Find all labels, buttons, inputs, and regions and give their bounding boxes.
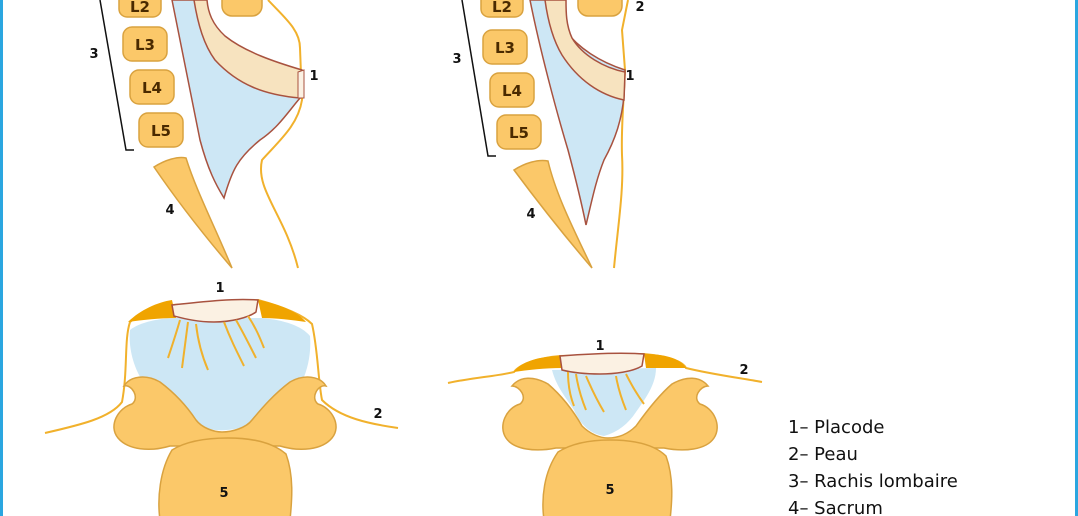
- sagittal-left-skin: [259, 0, 304, 269]
- axial-right-skin-pad-left: [514, 356, 562, 372]
- axial-left-vertebral-arch: [113, 376, 337, 451]
- frame-right-border: [1075, 0, 1078, 516]
- axial-left-label-1: 1: [215, 281, 224, 296]
- sagittal-right-vertebra-l2: [480, 0, 524, 18]
- sagittal-right-label-1: 1: [625, 69, 634, 84]
- legend-item-placode: 1– Placode: [788, 417, 885, 438]
- axial-right: 1 2 5: [447, 339, 763, 516]
- sagittal-right-label-l5: L5: [509, 124, 529, 142]
- sagittal-left-label-4: 4: [165, 203, 174, 218]
- sagittal-right-label-l4: L4: [502, 82, 522, 100]
- sagittal-right-label-3: 3: [452, 52, 461, 67]
- sagittal-right-bracket: [461, 0, 496, 157]
- axial-right-label-5: 5: [605, 483, 614, 498]
- axial-right-nerve-roots: [567, 371, 645, 413]
- sagittal-left-sacrum: [152, 156, 233, 269]
- sagittal-left-label-3: 3: [89, 47, 98, 62]
- axial-right-label-2: 2: [739, 363, 748, 378]
- legend-item-skin: 2– Peau: [788, 444, 858, 465]
- axial-left-vertebral-body: [158, 437, 293, 516]
- sagittal-right-label-4: 4: [526, 207, 535, 222]
- axial-left-placode: [171, 298, 259, 323]
- sagittal-left: L2 L3 L4 L5 3 4 1: [89, 0, 319, 269]
- sagittal-right-vertebra-l4: [489, 72, 535, 108]
- sagittal-left-label-l2: L2: [130, 0, 150, 16]
- axial-left-label-2: 2: [373, 407, 382, 422]
- sagittal-left-vertebra-l3: [122, 26, 168, 62]
- sagittal-left-spinous-process: [221, 0, 263, 17]
- sagittal-right-sacrum: [512, 159, 593, 269]
- sagittal-left-vertebra-l4: [129, 69, 175, 105]
- axial-right-placode: [559, 352, 645, 375]
- sagittal-right-spinal-cord: [544, 0, 626, 101]
- sagittal-left-csf-sac: [171, 0, 303, 200]
- sagittal-right-spinous-process: [577, 0, 623, 17]
- sagittal-right-label-2: 2: [635, 0, 644, 15]
- legend-item-rachis: 3– Rachis lombaire: [788, 471, 958, 492]
- axial-right-vertebral-arch: [502, 377, 718, 451]
- sagittal-left-vertebra-l2: [118, 0, 162, 18]
- sagittal-left-vertebra-l5: [138, 112, 184, 148]
- sagittal-right-csf-sac: [529, 0, 626, 226]
- axial-right-skin-pad-right: [644, 354, 686, 368]
- legend: 1– Placode 2– Peau 3– Rachis lombaire 4–…: [788, 414, 958, 516]
- frame-left-border: [0, 0, 3, 516]
- sagittal-right-vertebra-l3: [482, 29, 528, 65]
- axial-right-label-1: 1: [595, 339, 604, 354]
- sagittal-left-label-l3: L3: [135, 36, 155, 54]
- sagittal-right-label-l2: L2: [492, 0, 512, 16]
- sagittal-right-skin: [613, 0, 629, 269]
- axial-right-vertebral-body: [542, 439, 673, 516]
- axial-left: 1 2 5: [44, 281, 399, 516]
- axial-left-skin-pad-right: [258, 300, 306, 322]
- axial-left-label-5: 5: [219, 486, 228, 501]
- sagittal-right: L2 L3 L4 L5 3 4 1 2: [452, 0, 645, 269]
- sagittal-right-vertebra-l5: [496, 114, 542, 150]
- sagittal-left-label-l4: L4: [142, 79, 162, 97]
- sagittal-left-label-1: 1: [309, 69, 318, 84]
- sagittal-right-label-l3: L3: [495, 39, 515, 57]
- axial-left-nerve-roots: [167, 315, 265, 371]
- axial-left-skin-pad-left: [128, 300, 176, 322]
- sagittal-left-bracket: [99, 0, 134, 151]
- sagittal-left-label-l5: L5: [151, 122, 171, 140]
- sagittal-left-placode: [297, 69, 305, 99]
- legend-item-sacrum: 4– Sacrum: [788, 498, 883, 516]
